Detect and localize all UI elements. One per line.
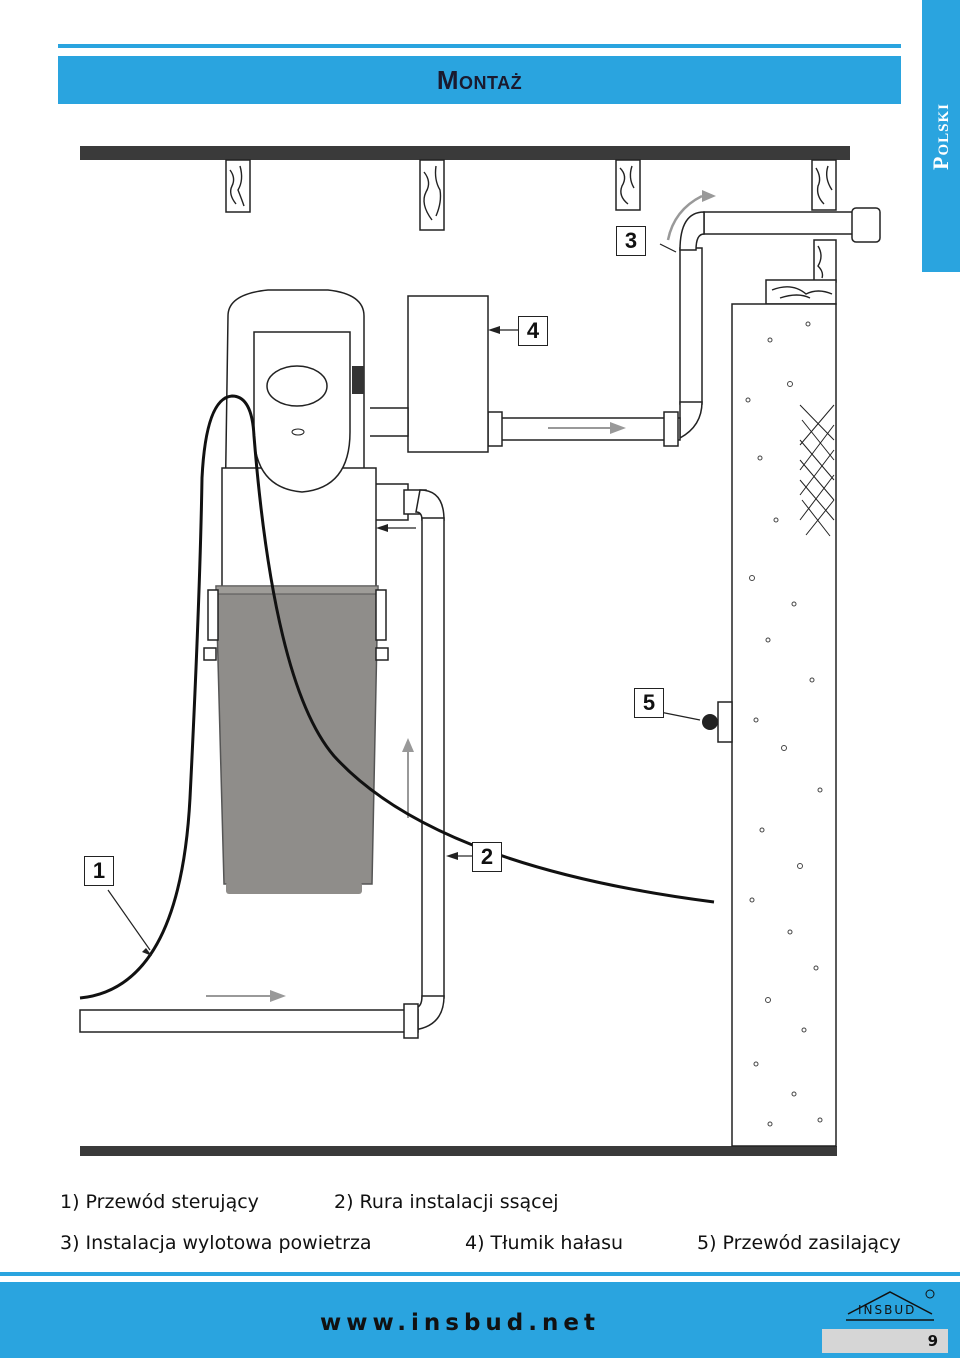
language-tab: Polski: [922, 0, 960, 272]
exhaust-pipe: [679, 207, 881, 440]
logo-text: INSBUD: [858, 1303, 917, 1317]
ceiling-beam: [80, 146, 850, 160]
callout-1: 1: [84, 856, 114, 886]
legend-item-1: 1) Przewód sterujący: [60, 1191, 259, 1213]
insbud-logo: [846, 1289, 935, 1321]
concrete-texture: [745, 321, 823, 1127]
callout-5: 5: [634, 688, 664, 718]
legend-item-3: 3) Instalacja wylotowa powietrza: [60, 1232, 372, 1254]
callout-4: 4: [518, 316, 548, 346]
silencer-box: [407, 295, 489, 453]
page-number-box: 9: [822, 1329, 948, 1353]
legend-item-2: 2) Rura instalacji ssącej: [334, 1191, 559, 1213]
website-link[interactable]: www.insbud.net: [320, 1310, 600, 1336]
header-rule: [58, 44, 901, 48]
legend-item-4: 4) Tłumik hałasu: [465, 1232, 624, 1254]
floor-slab: [80, 1146, 837, 1156]
concrete-wall: [731, 303, 837, 1147]
wall-crosshatch: [799, 404, 835, 537]
vacuum-unit: [203, 289, 409, 894]
power-socket: [717, 701, 733, 743]
footer-rule: [0, 1272, 960, 1276]
footer-bar: [0, 1282, 960, 1358]
callout-3: 3: [616, 226, 646, 256]
legend-item-5: 5) Przewód zasilający: [697, 1232, 901, 1254]
control-cable: [79, 394, 715, 1000]
callout-2: 2: [472, 842, 502, 872]
page-title: Montaż: [436, 64, 523, 95]
wooden-joists: [225, 159, 837, 305]
page-number: 9: [927, 1332, 938, 1350]
title-bar: Montaż: [58, 56, 901, 104]
suction-pipe: [79, 483, 445, 1039]
